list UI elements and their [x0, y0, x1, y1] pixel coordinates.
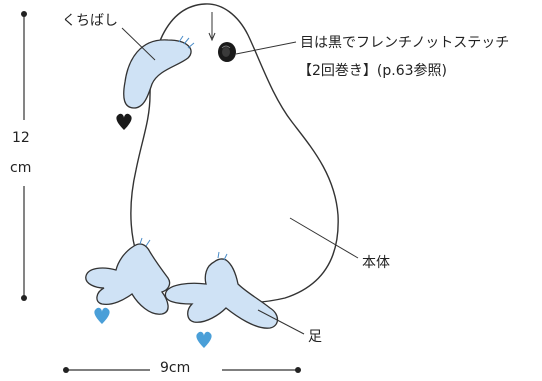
height-dimension	[21, 11, 27, 301]
bird-body	[130, 3, 339, 304]
blue-heart-right-icon	[196, 331, 212, 348]
eye-note-line2: 【2回巻き】(p.63参照)	[298, 63, 447, 79]
width-dimension	[63, 367, 301, 373]
body-leader-line	[289, 217, 359, 259]
eye-note-line1: 目は黒でフレンチノットステッチ	[300, 35, 510, 51]
black-heart-icon	[116, 113, 132, 130]
feet-leader-line	[257, 309, 305, 335]
beak-leader-line	[121, 27, 156, 61]
height-value: 12	[12, 130, 30, 146]
body-label: 本体	[362, 255, 390, 271]
beak	[123, 35, 195, 109]
height-unit: cm	[10, 160, 32, 176]
feet-label: 足	[308, 329, 322, 345]
right-foot	[164, 251, 279, 329]
blue-heart-left-icon	[94, 307, 110, 324]
eye-pointer-arrow	[208, 12, 216, 42]
beak-label: くちばし	[62, 13, 118, 29]
left-foot	[85, 237, 171, 315]
width-value: 9cm	[160, 360, 191, 376]
eye-leader-line	[235, 41, 297, 55]
eye	[218, 42, 236, 62]
